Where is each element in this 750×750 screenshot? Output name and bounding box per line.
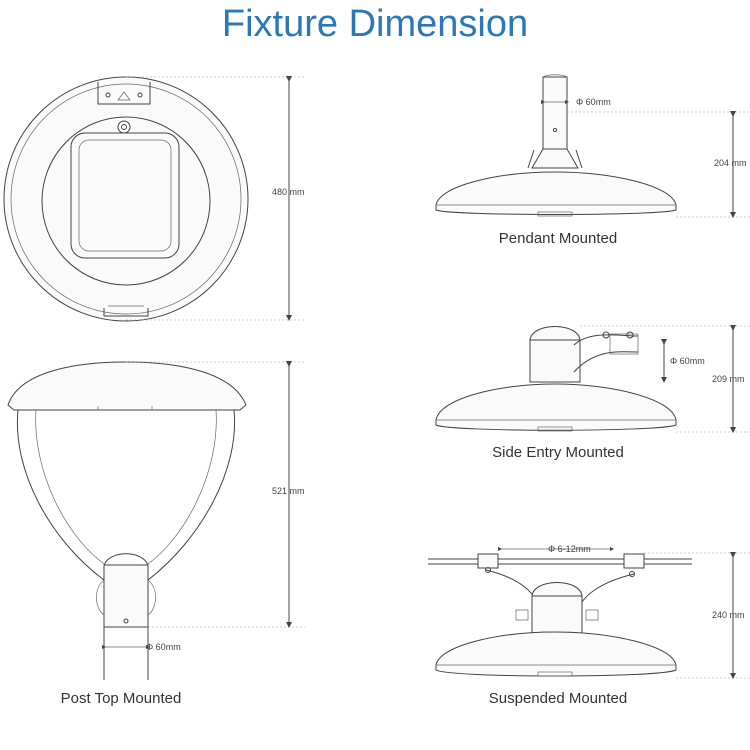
- suspended-diameter: Φ 6-12mm: [548, 544, 591, 554]
- side-entry-diameter: Φ 60mm: [670, 356, 705, 366]
- side-entry-height: 209 mm: [712, 374, 745, 384]
- post-top-height: 521 mm: [272, 486, 305, 496]
- post-top-diameter: Φ 60mm: [146, 642, 181, 652]
- top-view: 480 mm: [3, 76, 305, 322]
- suspended-caption: Suspended Mounted: [489, 690, 627, 707]
- side-entry-caption: Side Entry Mounted: [492, 444, 624, 461]
- side-entry-view: Φ 60mm 209 mm: [435, 325, 750, 433]
- suspended-view: Φ 6-12mm 240 mm: [428, 544, 750, 679]
- suspended-height: 240 mm: [712, 610, 745, 620]
- page-title: Fixture Dimension: [221, 3, 529, 45]
- post-top-caption: Post Top Mounted: [61, 690, 182, 707]
- pendant-diameter: Φ 60mm: [576, 97, 611, 107]
- pendant-view: Φ 60mm 204 mm: [435, 74, 750, 218]
- pendant-caption: Pendant Mounted: [499, 230, 617, 247]
- pendant-height: 204 mm: [714, 158, 747, 168]
- top-view-dim-label: 480 mm: [272, 187, 305, 197]
- post-top-view: Φ 60mm 521 mm: [7, 361, 305, 680]
